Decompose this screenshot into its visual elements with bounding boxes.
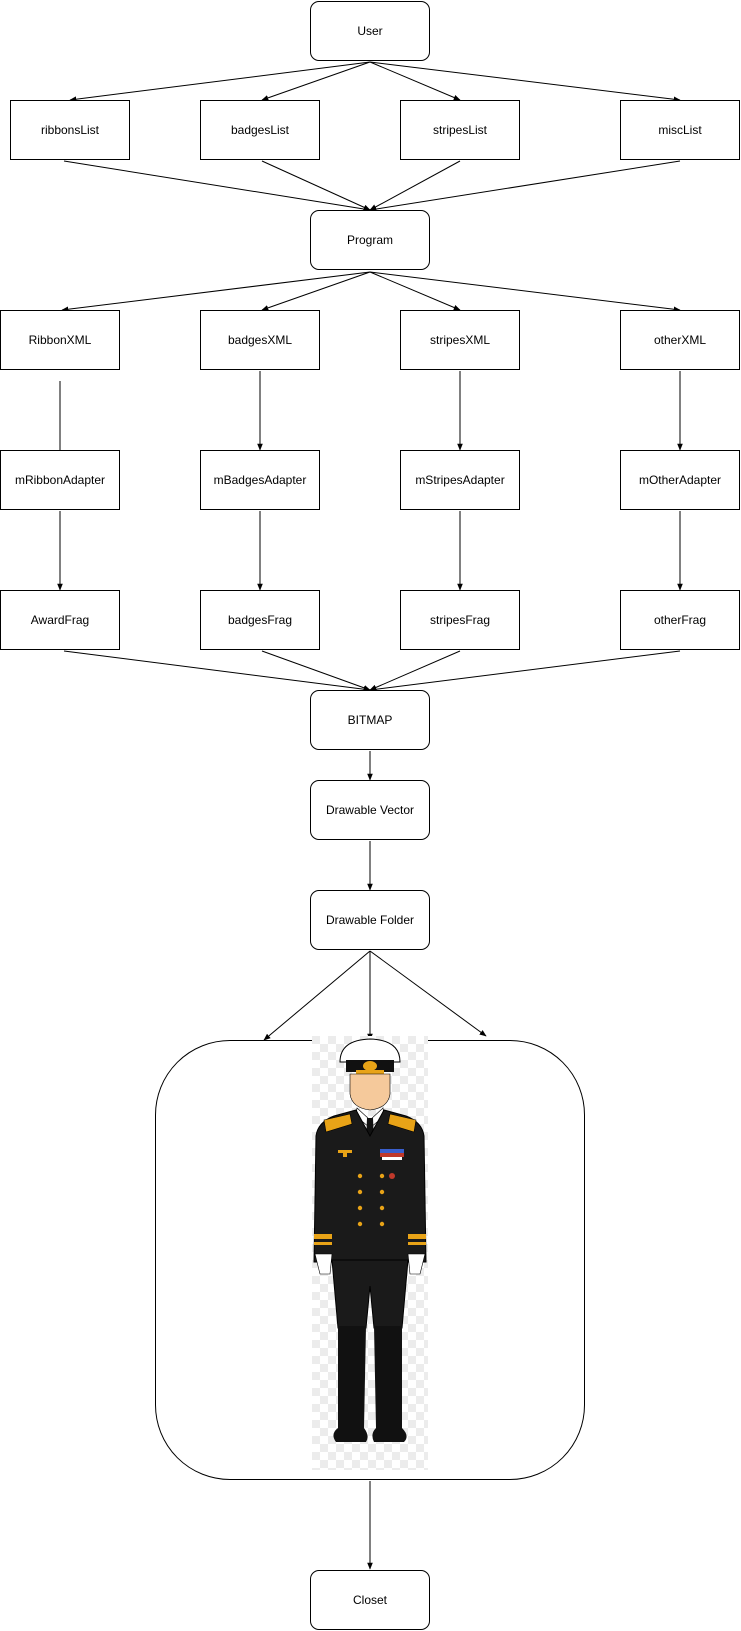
edge-user-ribbonslist <box>69 61 371 102</box>
node-otherxml-label: otherXML <box>653 333 707 347</box>
node-user[interactable]: User <box>310 1 430 61</box>
node-motheradapter-label: mOtherAdapter <box>638 473 722 487</box>
node-stripesxml[interactable]: stripesXML <box>400 310 520 370</box>
node-badgesxml-label: badgesXML <box>227 333 293 347</box>
node-mbadgesadapter[interactable]: mBadgesAdapter <box>200 450 320 510</box>
edges <box>57 61 683 1570</box>
node-badgesfrag-label: badgesFrag <box>227 613 293 627</box>
node-closet[interactable]: Closet <box>310 1570 430 1630</box>
edge-program-ribbonxml <box>61 271 371 313</box>
edge-user-stripeslist <box>369 61 461 101</box>
node-program-label: Program <box>346 233 393 247</box>
edge-badgesfrag-bitmap <box>261 650 371 691</box>
edge-ribbonslist-program <box>63 160 371 212</box>
node-drawablefolder[interactable]: Drawable Folder <box>310 890 430 950</box>
edge-badgeslist-program <box>261 160 371 211</box>
node-stripesfrag[interactable]: stripesFrag <box>400 590 520 650</box>
node-stripesxml-label: stripesXML <box>429 333 491 347</box>
node-otherfrag-label: otherFrag <box>653 613 707 627</box>
naval-officer-uniform-illustration <box>312 1036 428 1470</box>
edge-program-stripesxml <box>369 271 461 311</box>
edge-program-badgesxml <box>261 271 371 311</box>
edge-drawablefolder-left <box>263 950 371 1041</box>
edge-misclist-program <box>369 160 681 212</box>
edge-otherfrag-bitmap <box>369 650 681 692</box>
node-misclist[interactable]: miscList <box>620 100 740 160</box>
node-mstripesadapter-label: mStripesAdapter <box>415 473 505 487</box>
node-user-label: User <box>357 24 383 38</box>
node-ribbonxml[interactable]: RibbonXML <box>0 310 120 370</box>
node-otherfrag[interactable]: otherFrag <box>620 590 740 650</box>
node-mbadgesadapter-label: mBadgesAdapter <box>213 473 307 487</box>
node-drawablevector[interactable]: Drawable Vector <box>310 780 430 840</box>
node-awardfrag[interactable]: AwardFrag <box>0 590 120 650</box>
edge-drawablefolder-right <box>369 950 487 1037</box>
node-mstripesadapter[interactable]: mStripesAdapter <box>400 450 520 510</box>
node-otherxml[interactable]: otherXML <box>620 310 740 370</box>
node-ribbonxml-label: RibbonXML <box>28 333 92 347</box>
node-mribbonadapter[interactable]: mRibbonAdapter <box>0 450 120 510</box>
node-ribbonslist-label: ribbonsList <box>40 123 100 137</box>
node-drawablevector-label: Drawable Vector <box>325 803 415 817</box>
node-stripeslist-label: stripesList <box>432 123 488 137</box>
node-stripeslist[interactable]: stripesList <box>400 100 520 160</box>
node-mribbonadapter-label: mRibbonAdapter <box>14 473 106 487</box>
node-badgeslist[interactable]: badgesList <box>200 100 320 160</box>
node-motheradapter[interactable]: mOtherAdapter <box>620 450 740 510</box>
node-ribbonslist[interactable]: ribbonsList <box>10 100 130 160</box>
edge-user-badgeslist <box>261 61 371 101</box>
node-drawablefolder-label: Drawable Folder <box>325 913 415 927</box>
node-awardfrag-label: AwardFrag <box>30 613 90 627</box>
node-closet-label: Closet <box>352 1593 387 1607</box>
node-program[interactable]: Program <box>310 210 430 270</box>
node-badgesfrag[interactable]: badgesFrag <box>200 590 320 650</box>
edge-stripesfrag-bitmap <box>369 650 461 691</box>
node-bitmap[interactable]: BITMAP <box>310 690 430 750</box>
node-bitmap-label: BITMAP <box>347 713 393 727</box>
edge-awardfrag-bitmap <box>63 650 371 692</box>
node-badgesxml[interactable]: badgesXML <box>200 310 320 370</box>
edge-user-misclist <box>369 61 681 103</box>
edge-program-otherxml <box>369 271 681 313</box>
edge-stripeslist-program <box>369 160 461 211</box>
node-misclist-label: miscList <box>658 123 702 137</box>
node-badgeslist-label: badgesList <box>230 123 290 137</box>
node-stripesfrag-label: stripesFrag <box>429 613 491 627</box>
